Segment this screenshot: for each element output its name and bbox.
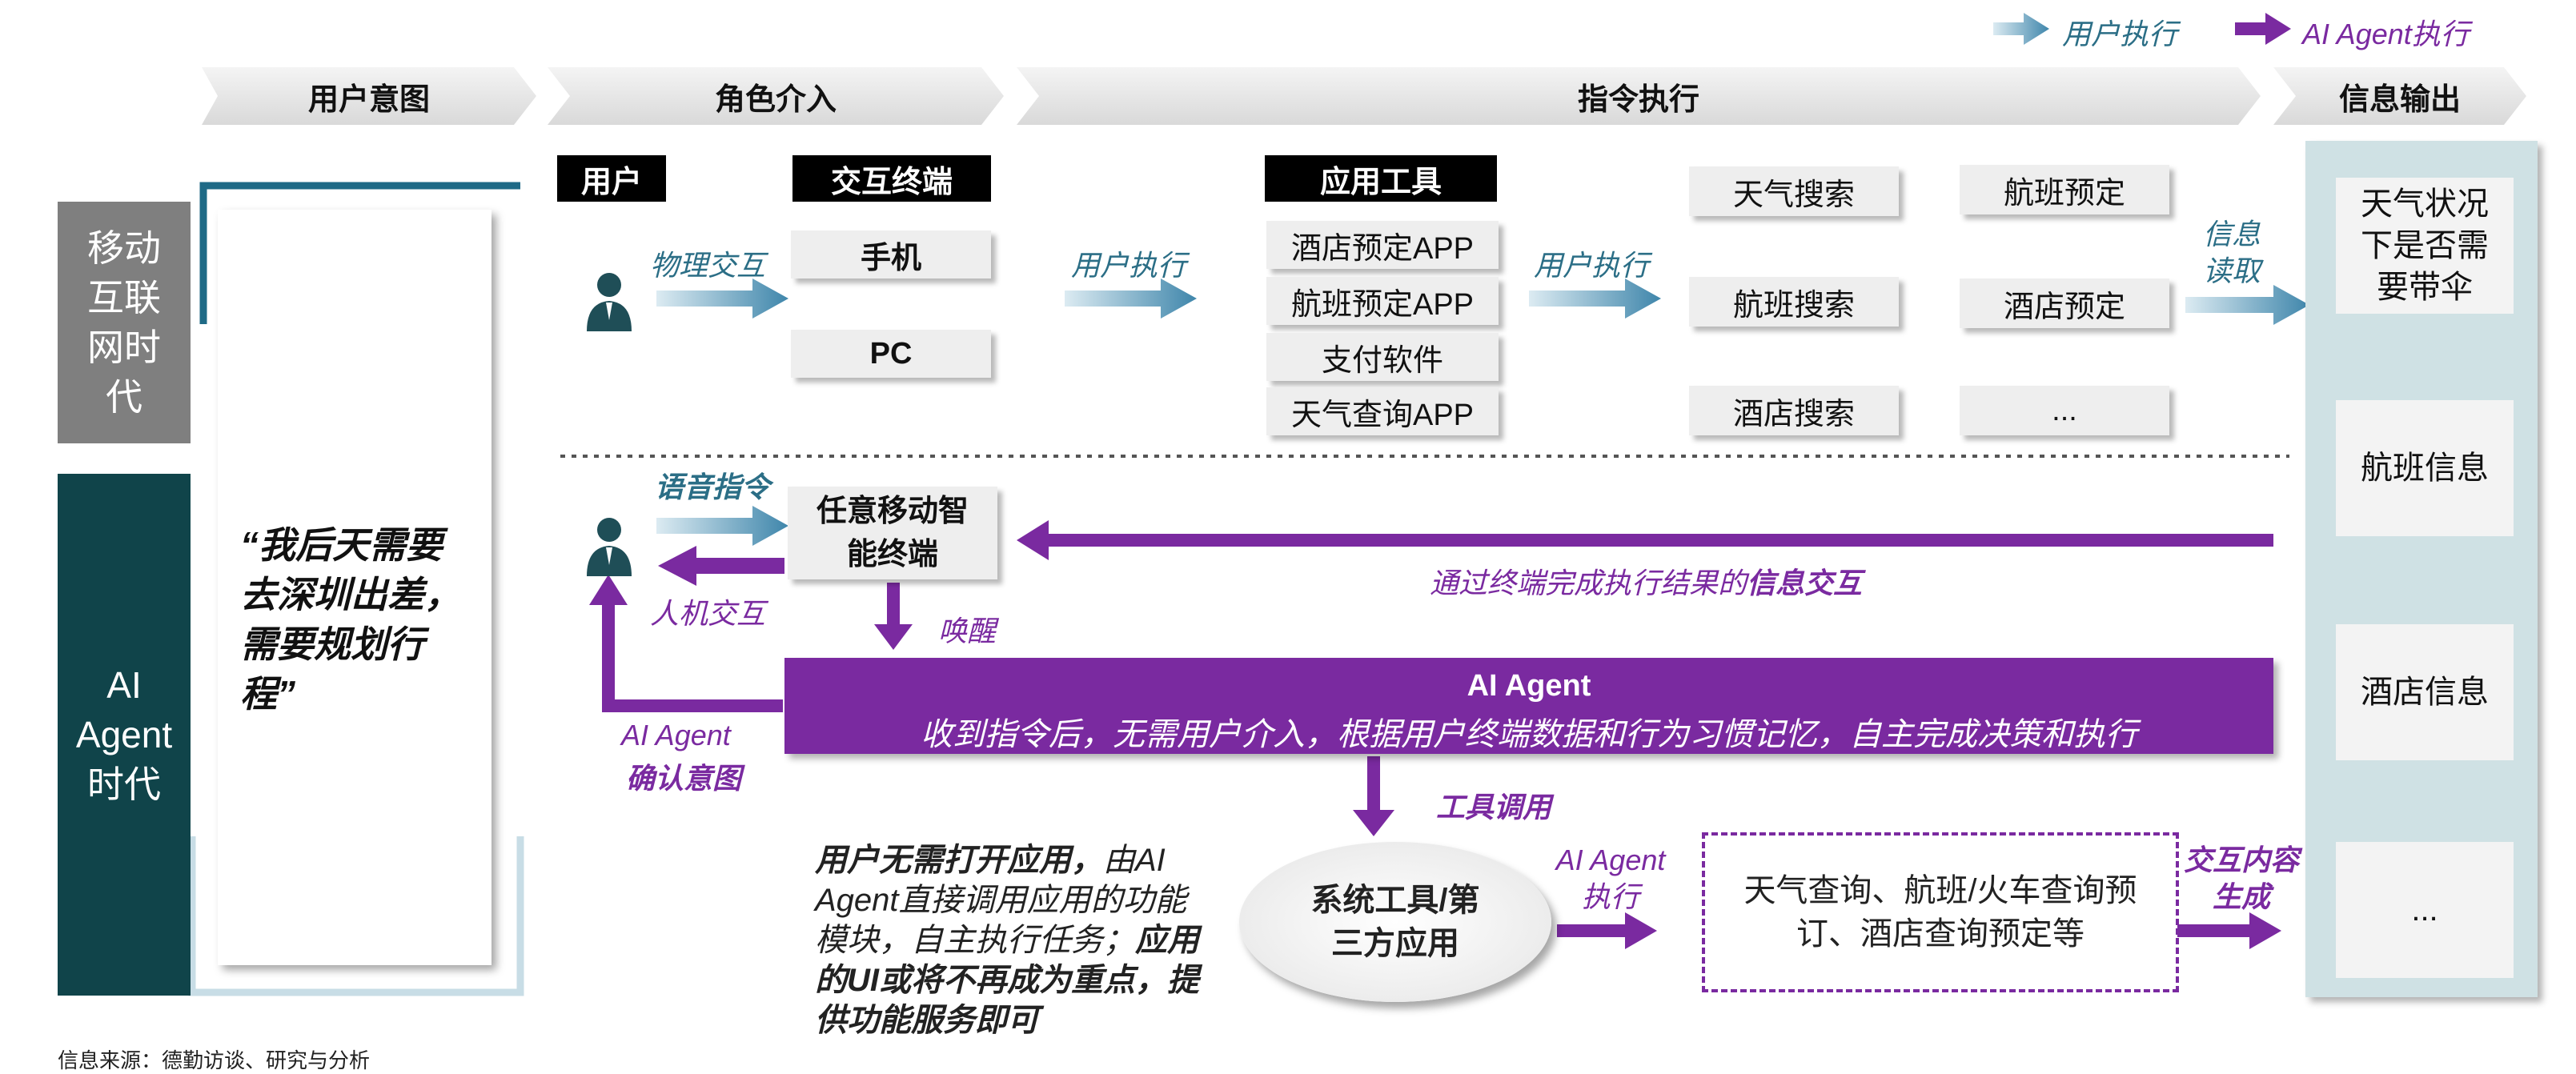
user-person-icon-agent: [587, 518, 632, 576]
terminal-header: 交互终端: [792, 155, 991, 202]
legend-agent-exec: AI Agent执行: [2302, 18, 2470, 50]
app-weather: 天气查询APP: [1266, 387, 1499, 435]
info-interaction-label: 通过终端完成执行结果的信息交互: [1430, 560, 1862, 602]
intent-frame-bottom: [188, 836, 524, 996]
era-mobile: 移动互联网时代: [58, 202, 191, 443]
app-payment: 支付软件: [1266, 333, 1499, 381]
wake-label: 唤醒: [938, 615, 997, 647]
terminal-pc: PC: [791, 330, 991, 378]
era-mobile-text: 移动互联网时代: [87, 227, 161, 418]
confirm-label-1: AI Agent: [621, 719, 731, 751]
output-weather-text: 天气状况下是否需要带伞: [2361, 186, 2489, 305]
arrow-voice: [656, 506, 788, 546]
system-tools: 系统工具/第三方应用: [1239, 842, 1551, 1002]
agent-bar-text: 收到指令后，无需用户介入，根据用户终端数据和行为习惯记忆，自主完成决策和执行: [921, 717, 2137, 752]
tool-call-label: 工具调用: [1436, 791, 1552, 824]
intent-frame-top: [199, 182, 520, 324]
stage-execute: 指令执行: [1017, 67, 2261, 125]
legend-user-arrow: [1993, 13, 2049, 45]
func-weather-search: 天气搜索: [1689, 166, 1899, 216]
hci-label: 人机交互: [650, 597, 766, 630]
stage-role: 角色介入: [548, 67, 1004, 125]
arrow-generate: [2177, 912, 2281, 949]
arrow-physical: [656, 279, 788, 319]
intent-quote: “我后天需要去深圳出差，需要规划行程”: [240, 524, 461, 715]
info-interaction-bold: 信息交互: [1747, 567, 1863, 599]
user-exec-label-1: 用户执行: [1071, 249, 1187, 282]
agent-bar-title: AI Agent: [1467, 669, 1591, 703]
era-agent-text: AI Agent时代: [75, 664, 173, 805]
intent-panel: [218, 210, 492, 965]
smart-terminal: 任意移动智能终端: [788, 487, 997, 579]
user-header: 用户: [557, 155, 666, 202]
arrow-user-exec-2: [1529, 279, 1661, 319]
app-flight: 航班预定APP: [1266, 277, 1499, 325]
physical-interaction-label: 物理交互: [650, 249, 766, 282]
output-more: ...: [2336, 842, 2514, 978]
era-agent: AI Agent时代: [58, 474, 191, 996]
apps-header: 应用工具: [1265, 155, 1497, 202]
agent-note-c: 应用的UI或将不再成为重点，提供功能服务即可: [815, 923, 1199, 1038]
info-interaction-prefix: 通过终端完成执行结果的: [1430, 567, 1747, 599]
agent-note: 用户无需打开应用，由AI Agent直接调用应用的功能模块，自主执行任务；应用的…: [815, 840, 1199, 1040]
arrow-wake: [874, 583, 913, 650]
output-weather: 天气状况下是否需要带伞: [2336, 178, 2514, 314]
arrow-read: [2185, 285, 2309, 325]
agent-note-b: 由AI Agent直接调用应用的功能模块，自主执行任务；: [815, 843, 1187, 958]
user-exec-label-2: 用户执行: [1534, 249, 1650, 282]
confirm-label-2: 确认意图: [626, 762, 742, 795]
generate-label: 交互内容生成: [2183, 844, 2299, 913]
arrow-user-exec-1: [1065, 279, 1197, 319]
arrow-hci: [658, 546, 784, 586]
read-label: 信息读取: [2203, 218, 2261, 287]
func-hotel-book: 酒店预定: [1960, 279, 2169, 328]
smart-terminal-text: 任意移动智能终端: [816, 495, 969, 571]
agent-bar: AI Agent 收到指令后，无需用户介入，根据用户终端数据和行为习惯记忆，自主…: [784, 658, 2273, 754]
func-more: ...: [1960, 386, 2169, 435]
agent-exec-label: AI Agent执行: [1555, 844, 1666, 913]
func-flight-search: 航班搜索: [1689, 277, 1899, 327]
system-tools-text: 系统工具/第三方应用: [1310, 883, 1480, 961]
arrow-agent-exec: [1557, 912, 1657, 949]
arrow-info-interaction: [1017, 520, 2273, 560]
legend-agent-arrow: [2235, 13, 2291, 45]
func-hotel-search: 酒店搜索: [1689, 386, 1899, 435]
user-person-icon: [587, 273, 632, 331]
source-note: 信息来源：德勤访谈、研究与分析: [58, 1048, 371, 1072]
app-hotel: 酒店预定APP: [1266, 221, 1499, 269]
stage-output: 信息输出: [2273, 67, 2526, 125]
arrow-tool-call: [1353, 756, 1394, 836]
agent-note-a: 用户无需打开应用，: [815, 843, 1103, 878]
voice-label: 语音指令: [655, 471, 771, 503]
services-box: 天气查询、航班/火车查询预订、酒店查询预定等: [1702, 832, 2179, 992]
func-flight-book: 航班预定: [1960, 165, 2169, 214]
output-flight: 航班信息: [2336, 400, 2514, 536]
legend-user-exec: 用户执行: [2062, 18, 2178, 50]
stage-intent: 用户意图: [202, 67, 536, 125]
arrow-confirm: [589, 575, 783, 712]
output-hotel: 酒店信息: [2336, 624, 2514, 760]
terminal-phone: 手机: [791, 230, 991, 279]
